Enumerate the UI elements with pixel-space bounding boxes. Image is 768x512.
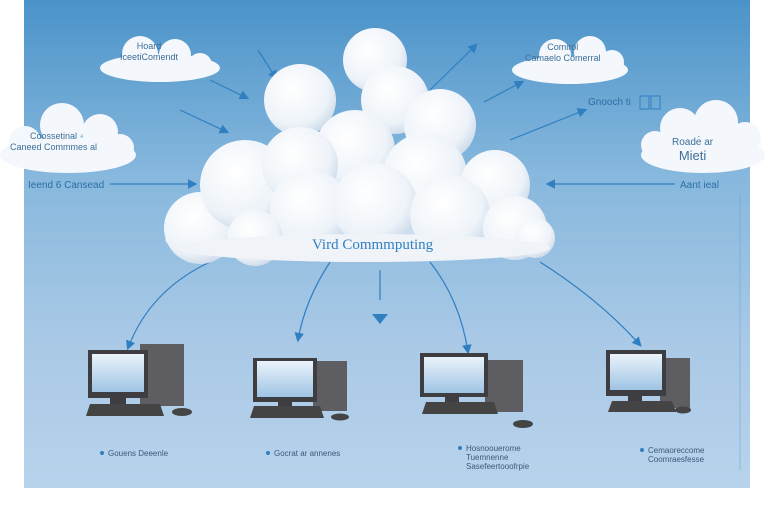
pc2-caption: Gocrat ar annenes: [274, 449, 340, 458]
center-cloud-label: Vird Commmputing: [312, 237, 434, 253]
arrow-to-pc4: [539, 261, 642, 347]
cloud-left-text: Coossetinal Caneed Commmes al: [10, 131, 97, 153]
computer-4: [606, 350, 691, 414]
arrow-top-right: [429, 43, 478, 91]
pc3-caption-line-1: Hosnoouerome: [466, 444, 521, 453]
side-label-left: Ieend 6 Cansead: [28, 180, 105, 191]
arrow-to-pc1: [126, 261, 211, 351]
computer-3: [420, 353, 533, 428]
main-cloud: [164, 28, 555, 266]
pc4-caption-line-2: Coomraesfesse: [648, 455, 705, 464]
computer-2: [250, 358, 349, 421]
arrow-right-mid: [509, 108, 588, 141]
caption-bullet-1: [100, 451, 104, 455]
pc4-caption: Cemaoreccome Coomraesfesse: [648, 446, 704, 464]
arrow-to-pc2: [294, 261, 331, 343]
cloud-left-line-1: Coossetinal: [30, 131, 78, 141]
small-cloud-right: [641, 100, 765, 173]
cloud-left-line-2: Caneed Commmes al: [10, 142, 98, 152]
arrow-top-left: [209, 79, 250, 100]
pc3-caption: Hosnoouerome Tuemnenne Sasefeertooofrpie: [466, 444, 529, 471]
pc2-caption-line-1: Gocrat ar annenes: [274, 449, 341, 458]
arrow-top-mid: [257, 49, 278, 81]
grid-icon: [639, 95, 661, 110]
pc4-caption-line-1: Cemaoreccome: [648, 446, 705, 455]
pc3-caption-line-3: Sasefeertooofrpie: [466, 462, 530, 471]
pc1-caption: Gouens Deeenle: [108, 449, 168, 458]
cloud-top-left-line-2: IceetiComendt: [120, 52, 179, 62]
arrow-to-pc3: [429, 261, 472, 355]
side-label-right: Aant ieal: [680, 180, 719, 191]
cloud-top-right-text: Comirol Camaelo Comerral: [525, 42, 601, 64]
cloud-top-right-line-1: Comirol: [547, 42, 579, 52]
small-cloud-left: [0, 103, 136, 173]
computer-1: [86, 344, 192, 416]
arrow-center-down-head: [372, 314, 388, 324]
caption-bullet-2: [266, 451, 270, 455]
caption-bullet-4: [640, 448, 644, 452]
arrow-top-left-2: [179, 109, 230, 134]
cloud-top-right-line-2: Camaelo Comerral: [525, 53, 601, 63]
cloud-top-left-line-1: Hoard: [136, 41, 162, 51]
cloud-top-left-text: Hoard IceetiComendt: [120, 41, 178, 63]
small-cloud-top-right: [512, 36, 628, 84]
arrow-right-upper: [483, 80, 525, 103]
pc1-caption-line-1: Gouens Deeenle: [108, 449, 169, 458]
small-cloud-top-left: [100, 36, 220, 82]
caption-bullet-3: [458, 446, 462, 450]
cloud-right-line-2: Mieti: [678, 148, 707, 163]
pc3-caption-line-2: Tuemnenne: [466, 453, 509, 462]
cloud-right-line-1: Roade ar: [672, 137, 714, 148]
cloud-right-text: Roade ar Mieti: [672, 137, 713, 163]
side-label-right-top: Gnooch ti: [588, 97, 631, 108]
